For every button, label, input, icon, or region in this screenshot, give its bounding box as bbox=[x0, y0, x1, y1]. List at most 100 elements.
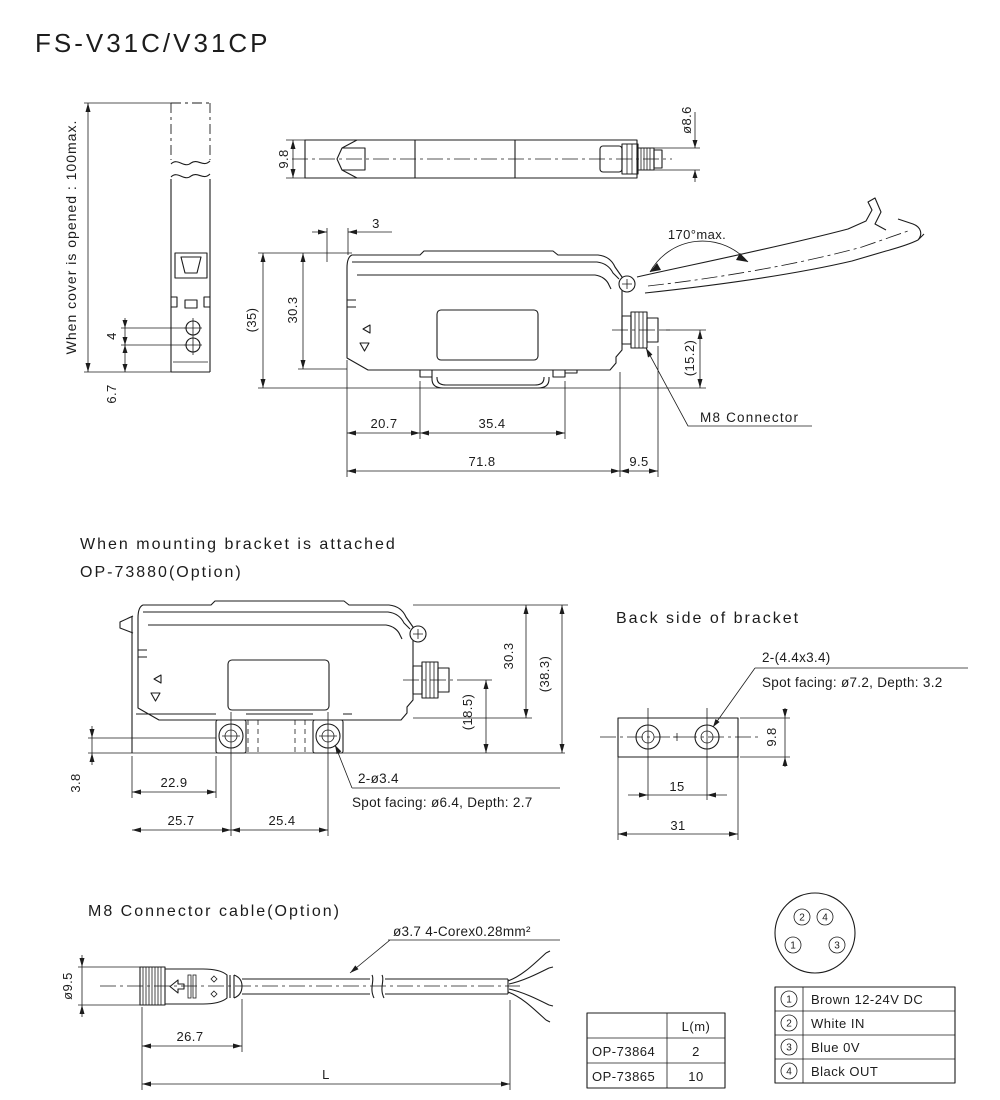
cable-view: M8 Connector cable(Option) ø3.7 4-Corex0… bbox=[60, 903, 560, 1090]
bracket-plate bbox=[119, 615, 352, 753]
dim-body-height: 30.3 bbox=[501, 643, 516, 670]
model-2: OP-73865 bbox=[592, 1069, 655, 1084]
dim-connector-dia: ø8.6 bbox=[679, 106, 694, 134]
pin-4-circle bbox=[816, 908, 834, 926]
bracket-view: When mounting bracket is attached OP-738… bbox=[68, 536, 568, 836]
cable-lines bbox=[242, 978, 509, 995]
fiber-lock-lever bbox=[336, 139, 516, 179]
dim-connector-center: (15.2) bbox=[682, 340, 697, 376]
row-1-pin: 1 bbox=[786, 995, 792, 1006]
row-4-desc: Black OUT bbox=[811, 1064, 878, 1079]
dim-foot-height: 3.8 bbox=[68, 773, 83, 792]
pin-1-number: 1 bbox=[790, 941, 796, 952]
pin-4-badge bbox=[780, 1062, 798, 1080]
pin-3-badge bbox=[780, 1038, 798, 1056]
table-outline bbox=[586, 1012, 726, 1089]
dim-connector-dia: ø9.5 bbox=[60, 972, 75, 1000]
amplifier-body bbox=[346, 250, 671, 371]
page-title: FS-V31C/V31CP bbox=[35, 28, 271, 58]
dimension-lines bbox=[78, 939, 560, 1090]
housing-bar-1 bbox=[187, 974, 192, 999]
dimension-lines bbox=[131, 604, 568, 836]
length-1: 2 bbox=[692, 1044, 700, 1059]
dim-height: 9.8 bbox=[764, 727, 779, 746]
housing-bar-2 bbox=[192, 974, 197, 999]
row-4-pin: 4 bbox=[786, 1067, 792, 1078]
break-lines bbox=[170, 160, 211, 179]
pin-2-number: 2 bbox=[799, 913, 805, 924]
dim-height: 9.8 bbox=[276, 149, 291, 168]
angle-arc bbox=[649, 240, 749, 273]
row-2-pin: 2 bbox=[786, 1019, 792, 1030]
pin-3-circle bbox=[828, 936, 846, 954]
row-3-pin: 3 bbox=[786, 1043, 792, 1054]
dimension-arrows bbox=[85, 103, 128, 372]
dim-hole-pitch: 4 bbox=[104, 332, 119, 340]
row-1-desc: Brown 12-24V DC bbox=[811, 992, 923, 1007]
hidden-clamp-lines bbox=[247, 720, 306, 752]
connector-face bbox=[774, 892, 856, 974]
dim-body-length: 71.8 bbox=[469, 454, 496, 469]
dimension-lines bbox=[617, 667, 968, 840]
display-inner bbox=[180, 256, 202, 274]
cable-note: ø3.7 4-Corex0.28mm² bbox=[393, 924, 531, 939]
amplifier-body bbox=[137, 600, 462, 721]
spot-facing-note: Spot facing: ø7.2, Depth: 3.2 bbox=[762, 675, 943, 690]
hole-note: 2-(4.4x3.4) bbox=[762, 650, 831, 665]
cable-heading: M8 Connector cable(Option) bbox=[88, 903, 341, 920]
bracket-back-heading: Back side of bracket bbox=[616, 610, 800, 627]
dim-hole-pitch: 25.4 bbox=[269, 813, 296, 828]
opened-cover-flap bbox=[636, 197, 925, 294]
connector-housing bbox=[165, 968, 243, 1005]
dim-connector-length: 9.5 bbox=[629, 454, 648, 469]
side-view: 3 (35) 30.3 170°max. (15.2) M8 Connector… bbox=[244, 197, 925, 477]
dim-connector-center: (18.5) bbox=[460, 694, 475, 730]
latch-details bbox=[171, 296, 210, 309]
baseline bbox=[88, 726, 565, 765]
orientation-arrow-icon bbox=[169, 979, 185, 994]
opened-cover-centerline bbox=[647, 230, 909, 287]
body-outline bbox=[170, 179, 211, 373]
bracket-heading-1: When mounting bracket is attached bbox=[80, 536, 397, 553]
diamond-marks bbox=[210, 975, 218, 998]
stripped-wires bbox=[507, 950, 554, 1023]
table-grid bbox=[587, 1013, 725, 1088]
pinout-diagram: 2 4 1 3 bbox=[774, 892, 856, 974]
dim-hole-pitch: 15 bbox=[669, 779, 684, 794]
angle-arc-arrows bbox=[650, 253, 748, 272]
row-2-desc: White IN bbox=[811, 1016, 865, 1031]
dim-cable-length: L bbox=[322, 1067, 330, 1082]
dimension-lines bbox=[84, 102, 187, 373]
length-2: 10 bbox=[688, 1069, 703, 1084]
pin-3-number: 3 bbox=[834, 941, 840, 952]
cover-open-note: When cover is opened : 100max. bbox=[63, 120, 79, 355]
dimension-arrows bbox=[79, 958, 510, 1087]
dim-cover-gap: 3 bbox=[372, 216, 380, 231]
dim-connector-length: 26.7 bbox=[177, 1029, 204, 1044]
dim-left-to-rail: 20.7 bbox=[371, 416, 398, 431]
row-3-desc: Blue 0V bbox=[811, 1040, 860, 1055]
port-crosshairs bbox=[173, 318, 208, 363]
pin-2-badge bbox=[780, 1014, 798, 1032]
front-view: When cover is opened : 100max. 4 6.7 bbox=[63, 102, 211, 404]
cover-angle-note: 170°max. bbox=[668, 227, 726, 242]
hole-note: 2-ø3.4 bbox=[358, 771, 399, 786]
model-1: OP-73864 bbox=[592, 1044, 655, 1059]
m8-connector-label: M8 Connector bbox=[700, 410, 799, 425]
table-grid bbox=[775, 987, 955, 1083]
pinout-table: 1 2 3 4 Brown 12-24V DC White IN Blue 0V… bbox=[774, 986, 956, 1084]
pin-1-circle bbox=[784, 936, 802, 954]
dim-total-height: (38.3) bbox=[537, 656, 552, 692]
dimension-lines bbox=[286, 112, 700, 182]
dim-width: 31 bbox=[670, 818, 685, 833]
spot-facing-note: Spot facing: ø6.4, Depth: 2.7 bbox=[352, 795, 533, 810]
pin-2-circle bbox=[793, 908, 811, 926]
din-rail-clamp bbox=[419, 370, 578, 389]
length-table: L(m) OP-73864 2 OP-73865 10 bbox=[586, 1012, 726, 1089]
dim-total-height: (35) bbox=[244, 308, 259, 333]
dimension-arrows bbox=[618, 709, 788, 837]
opened-cover-phantom bbox=[170, 102, 211, 160]
bracket-plate-outline bbox=[617, 717, 739, 758]
